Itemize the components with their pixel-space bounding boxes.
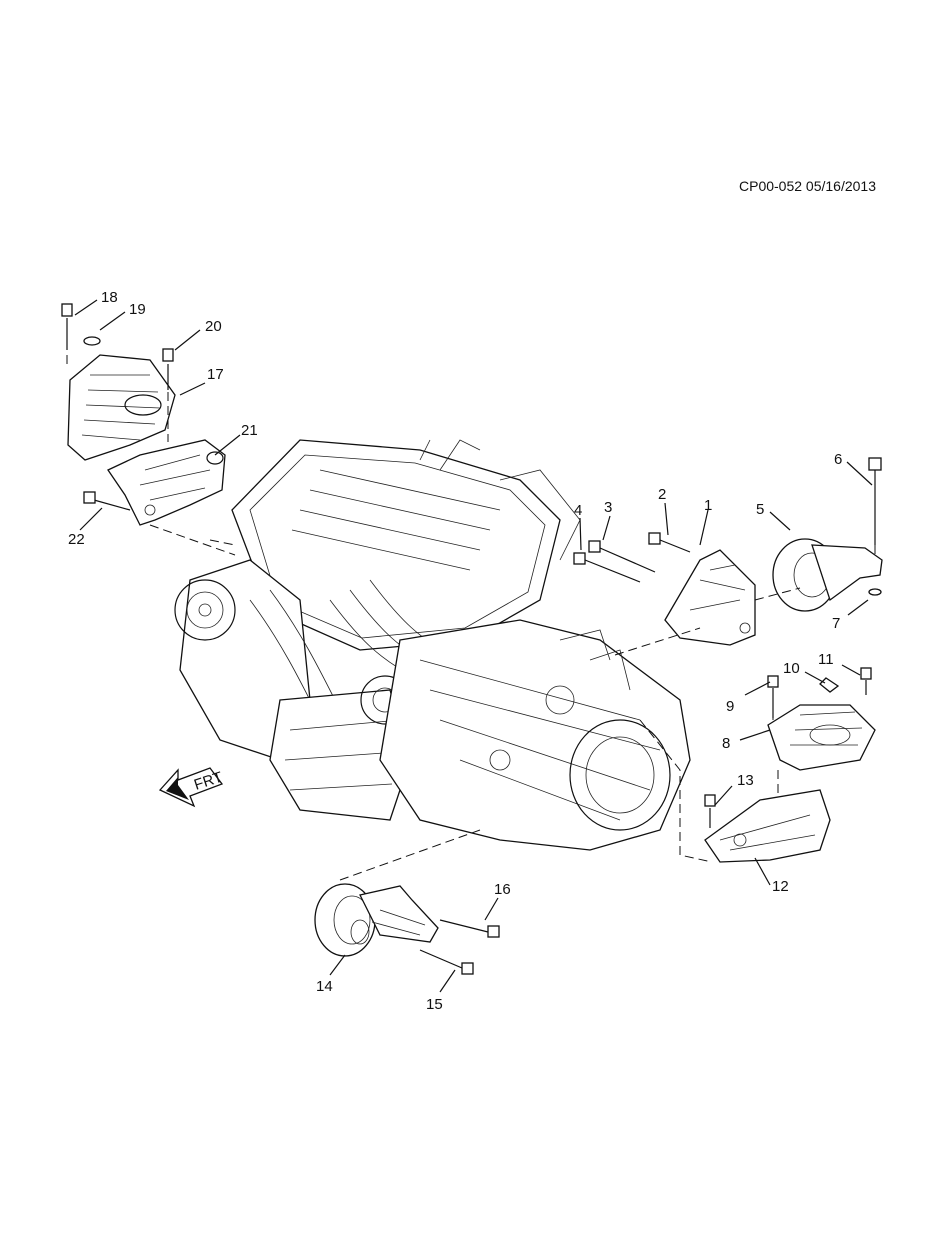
callout-21: 21 <box>241 422 258 439</box>
front-mount-illustration <box>314 883 500 975</box>
callout-2: 2 <box>658 486 666 503</box>
callout-12: 12 <box>772 878 789 895</box>
callout-15: 15 <box>426 996 443 1013</box>
upper-left-mount-illustration <box>61 303 226 526</box>
callout-3: 3 <box>604 499 612 516</box>
callout-labels: 1 2 3 4 5 6 7 8 9 10 11 12 13 14 15 16 1… <box>68 289 842 1013</box>
callout-10: 10 <box>783 660 800 677</box>
callout-17: 17 <box>207 366 224 383</box>
engine-assembly-illustration <box>174 439 691 851</box>
callout-11: 11 <box>818 651 834 668</box>
leader-lines <box>74 299 873 993</box>
callout-5: 5 <box>756 501 764 518</box>
callout-1: 1 <box>704 497 712 514</box>
callout-4: 4 <box>574 502 582 519</box>
callout-6: 6 <box>834 451 842 468</box>
rear-mount-illustration <box>704 667 876 863</box>
upper-right-mount-illustration <box>573 457 883 646</box>
relation-lines <box>66 355 876 881</box>
callout-22: 22 <box>68 531 85 548</box>
callout-18: 18 <box>101 289 118 306</box>
callout-13: 13 <box>737 772 754 789</box>
callout-8: 8 <box>722 735 730 752</box>
callout-20: 20 <box>205 318 222 335</box>
callout-7: 7 <box>832 615 840 632</box>
front-direction-arrow-icon: FRT <box>158 767 225 808</box>
document-code: CP00-052 05/16/2013 <box>739 178 876 194</box>
callout-9: 9 <box>726 698 734 715</box>
callout-16: 16 <box>494 881 511 898</box>
callout-14: 14 <box>316 978 333 995</box>
callout-19: 19 <box>129 301 146 318</box>
